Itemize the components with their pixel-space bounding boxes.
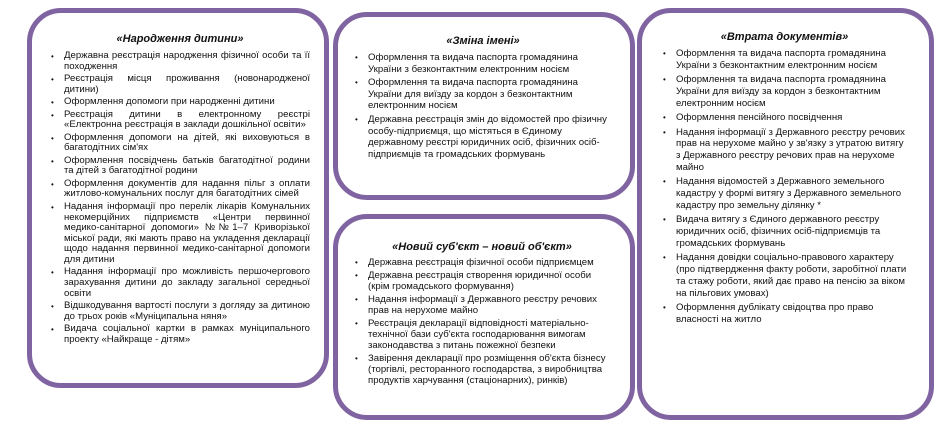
list-item-text: Оформлення допомоги при народженні дитин… <box>64 96 275 108</box>
bullet-icon: • <box>663 49 666 58</box>
service-list: • Оформлення та видача паспорта громадяни… <box>354 52 612 160</box>
card-document-loss: «Втрата документів» • Оформлення та видач… <box>637 8 934 420</box>
bullet-icon: • <box>51 98 54 108</box>
list-item: • Відшкодування вартості послуги з догляд… <box>50 300 310 322</box>
list-item-text: Надання довідки соціально-правового хара… <box>676 252 907 299</box>
list-item: • Оформлення та видача паспорта громадяни… <box>662 74 907 109</box>
list-item: • Надання довідки соціально-правового хар… <box>662 252 907 299</box>
list-item: • Надання інформації з Державного реєстру… <box>662 127 907 174</box>
card-new-entity: «Новий суб'єкт – новий об'єкт» • Державна… <box>333 214 635 420</box>
list-item-text: Відшкодування вартості послуги з догляду… <box>64 300 310 322</box>
bullet-icon: • <box>51 268 54 278</box>
card-title: «Втрата документів» <box>720 31 849 43</box>
bullet-icon: • <box>51 156 54 166</box>
list-item: • Оформлення дублікату свідоцтва про прав… <box>662 302 907 326</box>
bullet-icon: • <box>51 133 54 143</box>
list-item: • Надання інформації з Державного реєстру… <box>354 294 610 316</box>
list-item-text: Оформлення та видача паспорта громадянин… <box>368 52 578 75</box>
bullet-icon: • <box>663 215 666 225</box>
list-item-text: Видача соціальної картки в рамках муніци… <box>64 323 310 345</box>
list-item: • Оформлення та видача паспорта громадяни… <box>354 52 612 75</box>
list-item: • Оформлення допомоги на дітей, які вихов… <box>50 131 310 154</box>
list-item: • Оформлення посвідчень батьків багатодіт… <box>50 154 310 177</box>
card-title: «Зміна імені» <box>446 35 520 47</box>
bullet-icon: • <box>51 110 54 120</box>
list-item-text: Надання інформації про можливість першоч… <box>64 266 310 299</box>
list-item: • Завірення декларації про розміщення об'… <box>354 353 610 387</box>
list-item-text: Державна реєстрація фізичної особи підпр… <box>368 257 594 268</box>
list-item-text: Державна реєстрація створення юридичної … <box>368 269 592 292</box>
bullet-icon: • <box>355 354 358 363</box>
list-item-text: Надання інформації про перелік лікарів К… <box>64 200 310 265</box>
list-item: • Оформлення пенсійного посвідчення <box>662 112 907 124</box>
list-item: • Державна реєстрація народження фізичної… <box>50 50 310 72</box>
list-item-text: Оформлення та видача паспорта громадянин… <box>368 77 578 112</box>
list-item-text: Оформлення допомоги на дітей, які вихову… <box>64 131 310 154</box>
list-item-text: Оформлення та видача паспорта громадянин… <box>676 74 886 109</box>
service-list: • Державна реєстрація фізичної особи підп… <box>354 257 610 387</box>
list-item-text: Оформлення посвідчень батьків багатодітн… <box>64 154 310 177</box>
bullet-icon: • <box>51 302 54 312</box>
list-item-text: Реєстрація дитини в електронному реєстрі… <box>64 108 310 131</box>
bullet-icon: • <box>355 78 358 88</box>
list-item: • Реєстрація дитини в електронному реєстр… <box>50 108 310 131</box>
card-title: «Народження дитини» <box>116 33 244 45</box>
bullet-icon: • <box>51 202 54 212</box>
service-list: • Державна реєстрація народження фізичної… <box>50 50 310 345</box>
bullet-icon: • <box>355 53 358 62</box>
list-item-text: Надання інформації з Державного реєстру … <box>676 126 905 173</box>
list-item: • Оформлення документів для надання пільг… <box>50 177 310 200</box>
list-item: • Видача соціальної картки в рамках муніц… <box>50 323 310 345</box>
list-item-text: Оформлення пенсійного посвідчення <box>676 112 843 124</box>
bullet-icon: • <box>51 75 54 85</box>
list-item: • Надання інформації про можливість першо… <box>50 267 310 299</box>
bullet-icon: • <box>51 325 54 335</box>
bullet-icon: • <box>51 52 54 61</box>
service-list: • Оформлення та видача паспорта громадяни… <box>662 48 907 326</box>
bullet-icon: • <box>355 318 358 328</box>
list-item: • Реєстрація декларації відповідності мат… <box>354 318 610 352</box>
card-name-change: «Зміна імені» • Оформлення та видача пасп… <box>333 12 635 200</box>
bullet-icon: • <box>663 303 666 313</box>
list-item-text: Завірення декларації про розміщення об'є… <box>368 353 606 387</box>
list-item: • Видача витягу з Єдиного державного реєс… <box>662 214 907 249</box>
bullet-icon: • <box>663 75 666 85</box>
list-item: • Державна реєстрація змін до відомостей … <box>354 114 612 160</box>
card-title: «Новий суб'єкт – новий об'єкт» <box>392 241 572 253</box>
list-item-text: Реєстрація місця проживання (новонародже… <box>64 73 310 95</box>
list-item-text: Надання інформації з Державного реєстру … <box>368 293 597 316</box>
list-item-text: Державна реєстрація народження фізичної … <box>64 50 310 72</box>
list-item: • Оформлення та видача паспорта громадяни… <box>662 48 907 72</box>
list-item: • Оформлення допомоги при народженні дити… <box>50 97 310 108</box>
bullet-icon: • <box>355 258 358 267</box>
list-item-text: Оформлення дублікату свідоцтва про право… <box>676 302 874 325</box>
list-item-text: Реєстрація декларації відповідності мате… <box>368 317 589 352</box>
list-item-text: Оформлення документів для надання пільг … <box>64 177 310 200</box>
bullet-icon: • <box>663 113 666 123</box>
bullet-icon: • <box>663 127 666 137</box>
list-item-text: Видача витягу з Єдиного державного реєст… <box>676 214 881 249</box>
list-item: • Державна реєстрація створення юридичної… <box>354 270 610 292</box>
list-item: • Надання відомостей з Державного земельн… <box>662 176 907 211</box>
list-item: • Державна реєстрація фізичної особи підп… <box>354 257 610 268</box>
list-item: • Надання інформації про перелік лікарів … <box>50 200 310 266</box>
list-item: • Оформлення та видача паспорта громадяни… <box>354 77 612 112</box>
list-item: • Реєстрація місця проживання (новонародж… <box>50 73 310 95</box>
card-birth: «Народження дитини» • Державна реєстрація… <box>27 8 329 388</box>
list-item-text: Надання відомостей з Державного земельно… <box>676 176 902 211</box>
bullet-icon: • <box>663 253 666 263</box>
bullet-icon: • <box>51 179 54 189</box>
list-item-text: Оформлення та видача паспорта громадянин… <box>676 48 886 71</box>
bullet-icon: • <box>355 270 358 280</box>
bullet-icon: • <box>663 177 666 187</box>
list-item-text: Державна реєстрація змін до відомостей п… <box>368 113 607 160</box>
bullet-icon: • <box>355 114 358 124</box>
bullet-icon: • <box>355 294 358 304</box>
